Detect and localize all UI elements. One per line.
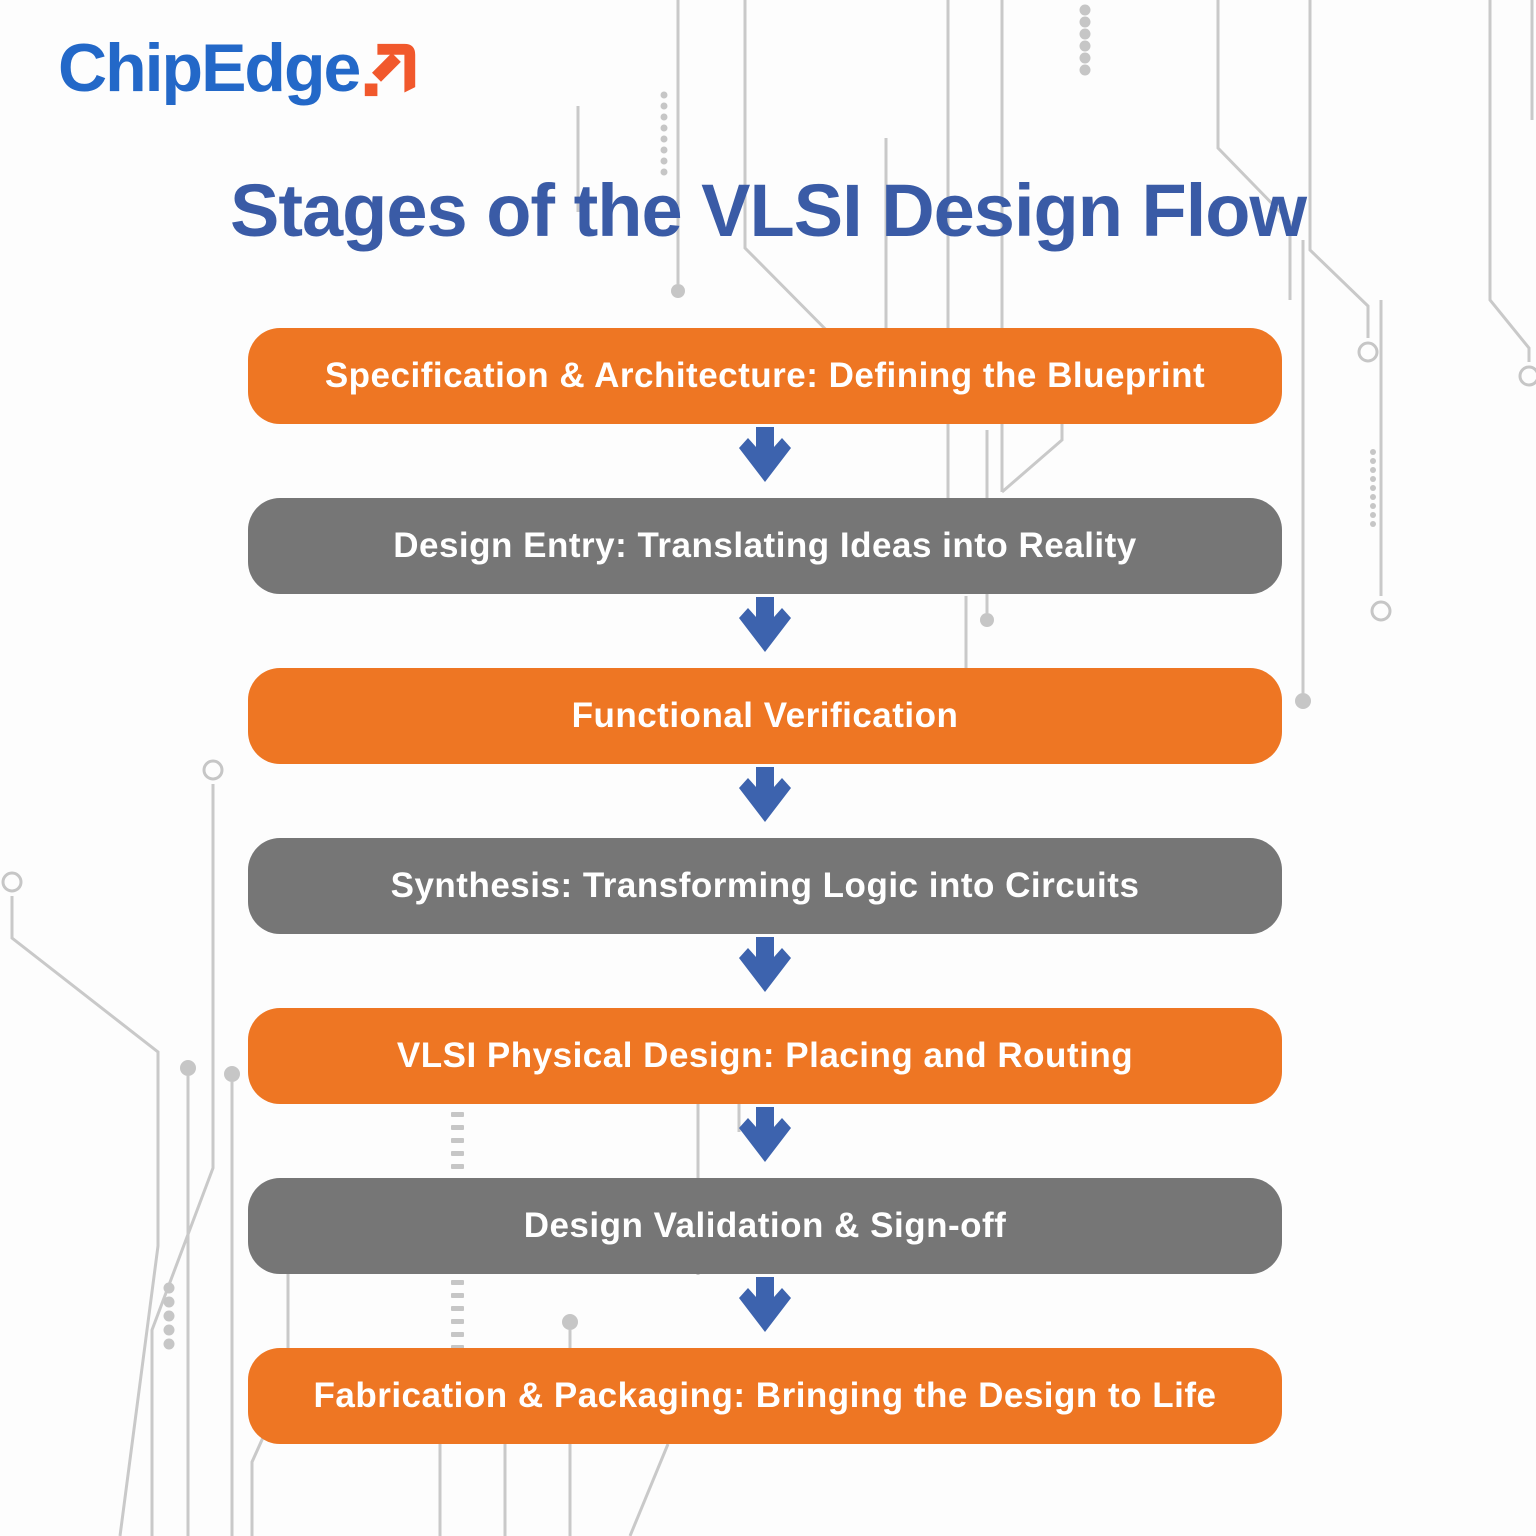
stage-box-5: VLSI Physical Design: Placing and Routin…	[248, 1008, 1282, 1104]
stage-label-6: Design Validation & Sign-off	[523, 1206, 1007, 1245]
stage-box-6: Design Validation & Sign-off	[248, 1178, 1282, 1274]
down-arrow-icon	[738, 427, 792, 483]
down-arrow-icon	[738, 1277, 792, 1333]
down-arrow-icon	[738, 1107, 792, 1163]
stage-box-3: Functional Verification	[248, 668, 1282, 764]
stage-label-5: VLSI Physical Design: Placing and Routin…	[396, 1036, 1134, 1075]
arrow-up-right-icon	[365, 43, 416, 97]
stage-box-1: Specification & Architecture: Defining t…	[248, 328, 1282, 424]
chipedge-logo: ChipEdge	[58, 34, 417, 102]
stage-label-4: Synthesis: Transforming Logic into Circu…	[390, 866, 1140, 905]
logo-text: ChipEdge	[58, 30, 361, 106]
stage-box-7: Fabrication & Packaging: Bringing the De…	[248, 1348, 1282, 1444]
stage-label-3: Functional Verification	[571, 696, 959, 735]
stage-box-2: Design Entry: Translating Ideas into Rea…	[248, 498, 1282, 594]
stage-label-2: Design Entry: Translating Ideas into Rea…	[393, 526, 1137, 565]
down-arrow-icon	[738, 767, 792, 823]
page-title: Stages of the VLSI Design Flow	[229, 169, 1307, 252]
down-arrow-icon	[738, 597, 792, 653]
stage-box-4: Synthesis: Transforming Logic into Circu…	[248, 838, 1282, 934]
stage-label-7: Fabrication & Packaging: Bringing the De…	[313, 1376, 1217, 1415]
stage-label-1: Specification & Architecture: Defining t…	[324, 356, 1206, 395]
down-arrow-icon	[738, 937, 792, 993]
